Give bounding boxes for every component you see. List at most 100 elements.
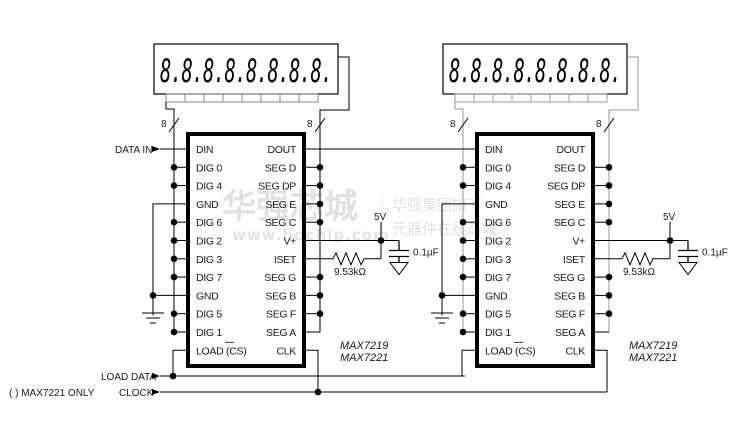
- junction-dot: [170, 182, 178, 189]
- interconnect: [160, 148, 607, 393]
- pin-label-right: SEG B: [265, 290, 296, 302]
- pin-label-right: SEG D: [265, 162, 297, 174]
- part-number-1: MAX7219: [629, 340, 677, 352]
- pin-label-right: SEG C: [265, 217, 297, 229]
- pin-label-right: SEG DP: [258, 181, 296, 193]
- bus-width-label: 8: [307, 119, 313, 130]
- junction-dot: [316, 310, 324, 318]
- junction-dot: [316, 292, 324, 299]
- pin-label-right: SEG B: [554, 290, 585, 302]
- pin-label-left: LOAD (CS): [485, 345, 535, 357]
- pin-label-right: SEG A: [266, 327, 296, 339]
- junction-dot: [459, 328, 467, 336]
- junction-dot: [605, 292, 613, 299]
- pin-label-left: LOAD (CS): [196, 345, 246, 357]
- pin-label-left: DIG 6: [196, 217, 222, 229]
- pin-label-left: GND: [485, 199, 508, 211]
- junction-dot: [170, 164, 178, 171]
- junction-dot: [459, 237, 467, 244]
- part-number-2: MAX7221: [629, 352, 677, 364]
- junction-dot: [605, 218, 613, 226]
- junction-dot: [170, 328, 178, 336]
- chip-body: [475, 132, 595, 368]
- part-number-1: MAX7219: [340, 340, 388, 352]
- junction-dot: [605, 310, 613, 318]
- pin-label-right: V+: [572, 236, 585, 248]
- pin-label-left: DIN: [485, 144, 502, 156]
- capacitor-icon: [678, 240, 698, 276]
- chip-body: [186, 132, 306, 368]
- junction-dot: [316, 200, 324, 208]
- bus-width-label: 8: [450, 119, 456, 130]
- pin-label-left: DIG 1: [485, 327, 511, 339]
- junction-dot: [170, 273, 178, 281]
- pin-label-right: DOUT: [556, 144, 585, 156]
- junction-dot: [459, 310, 467, 318]
- capacitor-value: 0.1µF: [413, 248, 439, 259]
- resistor-icon: [593, 251, 670, 267]
- pin-label-left: DIG 3: [196, 254, 222, 266]
- pin-label-left: GND: [196, 290, 219, 302]
- bus-width-label: 8: [161, 119, 167, 130]
- pin-label-left: DIG 4: [485, 181, 511, 193]
- bus-width-label: 8: [596, 119, 602, 130]
- pin-label-left: DIG 2: [196, 236, 222, 248]
- junction-dot: [459, 218, 467, 226]
- segment-bus: [593, 56, 639, 333]
- seven-segment-display: 8.8.8.8.8.8.8.8.: [153, 43, 339, 95]
- junction-dot: [459, 255, 467, 263]
- ground-icon: [142, 312, 164, 324]
- pin-label-left: DIG 2: [485, 236, 511, 248]
- display-digits: 8.8.8.8.8.8.8.8.: [160, 52, 332, 90]
- pin-label-right: SEG G: [264, 272, 296, 284]
- junction-dot: [316, 164, 324, 171]
- pin-label-left: DIG 5: [485, 309, 511, 321]
- junction-dot: [605, 164, 613, 171]
- data-in-label: DATA IN: [115, 145, 152, 156]
- junction-dot: [459, 164, 467, 171]
- junction-dot: [459, 182, 467, 189]
- display-digits: 8.8.8.8.8.8.8.8.: [449, 52, 621, 90]
- pin-label-left: DIG 6: [485, 217, 511, 229]
- pin-label-right: SEG E: [265, 199, 296, 211]
- pin-label-right: SEG G: [553, 272, 585, 284]
- seven-segment-display: 8.8.8.8.8.8.8.8.: [442, 43, 628, 95]
- display-connector: [454, 93, 608, 103]
- display-connector: [165, 93, 319, 103]
- pin-label-left: DIG 1: [196, 327, 222, 339]
- junction-dot: [377, 237, 385, 244]
- ground-icon: [678, 262, 698, 276]
- ground-icon: [431, 312, 453, 324]
- load-data-arrow-icon: [152, 373, 160, 379]
- data-in-arrow-icon: [152, 146, 160, 152]
- footnote: ( ) MAX7221 ONLY: [9, 388, 95, 399]
- capacitor-value: 0.1µF: [702, 248, 728, 259]
- pin-label-left: GND: [196, 199, 219, 211]
- supply-voltage-label: 5V: [374, 212, 387, 223]
- pin-label-left: GND: [485, 290, 508, 302]
- junction-dot: [170, 255, 178, 263]
- junction-dot: [149, 292, 157, 299]
- pin-label-right: CLK: [276, 345, 296, 357]
- watermark-slogan-2: 元器件在线商城: [392, 220, 497, 238]
- pin-label-right: DOUT: [267, 144, 296, 156]
- clock-label: CLOCK: [119, 388, 154, 399]
- load-data-label: LOAD DATA: [101, 372, 157, 383]
- watermark-brand: 华强芯城: [222, 187, 358, 227]
- pin-label-right: SEG A: [555, 327, 585, 339]
- pin-label-left: DIG 0: [196, 162, 222, 174]
- junction-dot: [605, 182, 613, 189]
- resistor-value: 9.53kΩ: [334, 267, 366, 278]
- junction-dot: [170, 218, 178, 226]
- digit-bus: [454, 102, 477, 333]
- signal-labels: DATA IN LOAD DATA CLOCK ( ) MAX7221 ONLY: [9, 145, 188, 399]
- pin-label-left: DIG 7: [485, 272, 511, 284]
- pin-label-left: DIG 5: [196, 309, 222, 321]
- pin-label-right: SEG D: [554, 162, 586, 174]
- clock-arrow-icon: [152, 389, 160, 395]
- resistor-icon: [304, 251, 381, 267]
- pin-label-right: SEG DP: [547, 181, 585, 193]
